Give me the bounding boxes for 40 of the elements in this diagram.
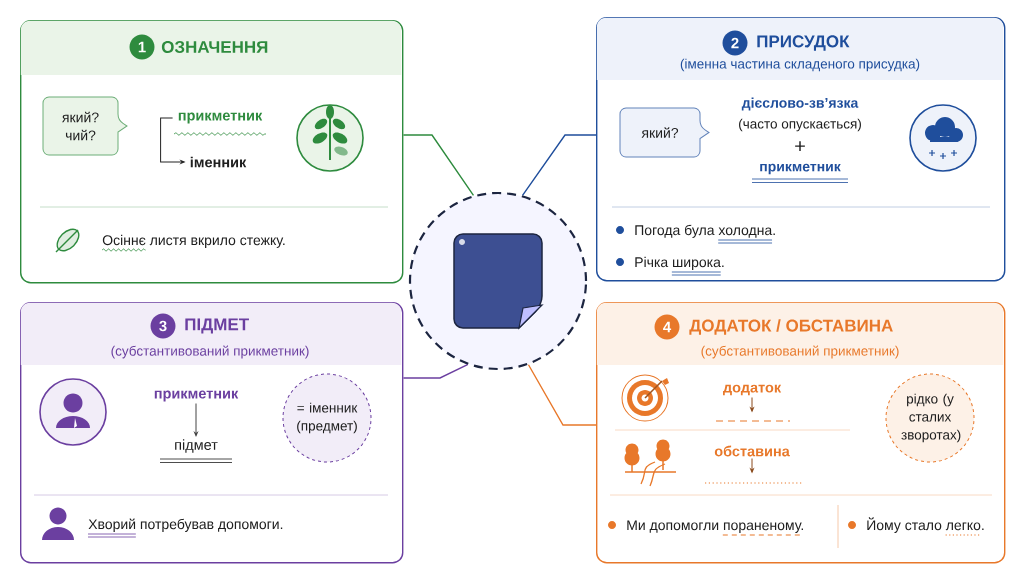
card-subtitle: (субстантивований прикметник): [701, 345, 899, 359]
connector-line: [527, 364, 597, 426]
card-heading: ДОДАТОК / ОБСТАВИНА: [689, 319, 893, 335]
speech-bubble: який? чий?: [42, 96, 128, 156]
arrow: [750, 458, 754, 473]
term-label: підмет: [159, 439, 233, 463]
card-panel: [596, 302, 1006, 564]
term-label: обставина: [714, 445, 790, 457]
example-sentence: Осіннє листя вкрило стежку.: [101, 234, 285, 252]
card-panel: [596, 17, 1006, 282]
connector-line: [402, 364, 469, 379]
card-heading: ПРИСУДОК: [757, 35, 850, 51]
arrow: [160, 117, 185, 164]
arrow: [194, 403, 198, 437]
example-sentence: Погода була холодна.: [635, 224, 775, 244]
example-sentence: Річка широка.: [635, 256, 724, 276]
term-label: прикметник: [154, 390, 239, 402]
arrow: [750, 397, 754, 412]
speech-bubble: який?: [619, 107, 710, 158]
connector-line: [402, 134, 475, 197]
card-heading: ПІДМЕТ: [185, 318, 249, 334]
example-sentence: Ми допомогли пораненому.: [627, 520, 803, 536]
card-subtitle: (субстантивований прикметник): [111, 345, 309, 359]
number-badge: 3: [150, 313, 176, 339]
card-subtitle: (іменна частина складеного присудка): [680, 58, 920, 72]
term-label: іменник: [190, 156, 247, 168]
example-sentence: Хворий потребував допомоги.: [87, 518, 283, 538]
example-sentence: Йому стало легко.: [867, 517, 984, 536]
number-badge: 4: [654, 314, 680, 340]
term-label: прикметник: [751, 163, 849, 183]
connector-line: [521, 134, 597, 197]
card-heading: ОЗНАЧЕННЯ: [161, 41, 268, 54]
term-label: дієслово-зв’язка: [741, 97, 859, 111]
number-badge: 1: [129, 34, 155, 60]
note-text: (часто опускається): [739, 118, 861, 132]
plus-sign: +: [795, 141, 805, 151]
term-label: прикметник: [173, 112, 267, 136]
term-label: додаток: [723, 384, 782, 396]
number-badge: 2: [722, 30, 748, 56]
card-panel: [20, 20, 404, 284]
